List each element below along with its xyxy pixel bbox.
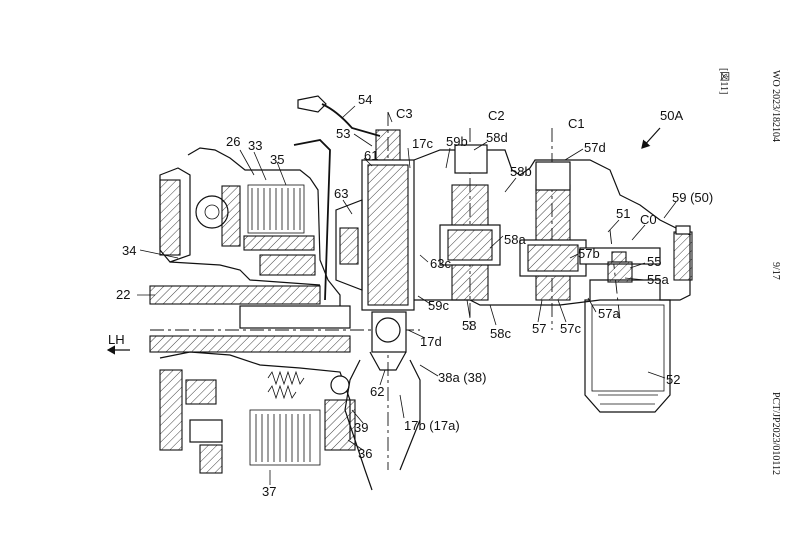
label-17b-17a: 17b (17a): [404, 418, 460, 433]
label-61: 61: [364, 148, 378, 163]
label-54: 54: [358, 92, 372, 107]
label-c0: C0: [640, 212, 657, 227]
label-c2: C2: [488, 108, 505, 123]
header-figure-number: [図11]: [718, 68, 730, 94]
svg-text:[図11]: [図11]: [718, 68, 730, 94]
header-page-number: 9/17: [770, 262, 781, 280]
label-53: 53: [336, 126, 350, 141]
clutch-assembly: [149, 139, 356, 474]
label-59-50: 59 (50): [672, 190, 713, 205]
gear-train-housing: [413, 144, 693, 306]
label-36: 36: [358, 446, 372, 461]
cap-58d: [454, 144, 488, 174]
label-51: 51: [616, 206, 630, 221]
label-37: 37: [262, 484, 276, 499]
leader-lines: [137, 105, 677, 485]
label-59b: 59b: [446, 134, 468, 149]
label-52: 52: [666, 372, 680, 387]
label-58: 58: [462, 318, 476, 333]
reference-labels: 54 C3 C2 C1 50A 53 17c 59b 58d 57d 61 26…: [108, 92, 713, 499]
header-application-number: PCT/JP2023/010112: [770, 392, 781, 475]
label-58b: 58b: [510, 164, 532, 179]
label-17d: 17d: [420, 334, 442, 349]
label-58c: 58c: [490, 326, 511, 341]
label-58a: 58a: [504, 232, 526, 247]
label-lh: LH: [108, 332, 125, 347]
label-55: 55: [647, 254, 661, 269]
label-58d: 58d: [486, 130, 508, 145]
gear-shaft-c3: [297, 95, 421, 491]
label-57d: 57d: [584, 140, 606, 155]
label-63: 63: [334, 186, 348, 201]
return-spring: [267, 370, 305, 400]
label-57c: 57c: [560, 321, 581, 336]
clutch-plates-upper: [247, 184, 305, 234]
label-63c: 63c: [430, 256, 451, 271]
clutch-plates-lower: [249, 409, 321, 466]
label-34: 34: [122, 243, 136, 258]
label-57: 57: [532, 321, 546, 336]
motor-52: [584, 279, 671, 413]
label-26: 26: [226, 134, 240, 149]
shaft-22: [149, 285, 321, 305]
header-publication-number: WO 2023/182104: [770, 70, 781, 142]
label-50a: 50A: [660, 108, 683, 123]
svg-text:WO 2023/182104: WO 2023/182104: [770, 70, 781, 142]
label-59c: 59c: [428, 298, 449, 313]
label-57a: 57a: [598, 306, 620, 321]
cap-57d: [535, 161, 571, 191]
label-35: 35: [270, 152, 284, 167]
label-17c: 17c: [412, 136, 433, 151]
label-33: 33: [248, 138, 262, 153]
label-57b: 57b: [578, 246, 600, 261]
label-c3: C3: [396, 106, 413, 121]
label-c1: C1: [568, 116, 585, 131]
label-55a: 55a: [647, 272, 669, 287]
label-39: 39: [354, 420, 368, 435]
label-62: 62: [370, 384, 384, 399]
label-22: 22: [116, 287, 130, 302]
direction-arrow: [641, 127, 661, 149]
svg-text:9/17: 9/17: [770, 262, 781, 280]
svg-text:PCT/JP2023/010112: PCT/JP2023/010112: [770, 392, 781, 475]
label-38a-38: 38a (38): [438, 370, 486, 385]
